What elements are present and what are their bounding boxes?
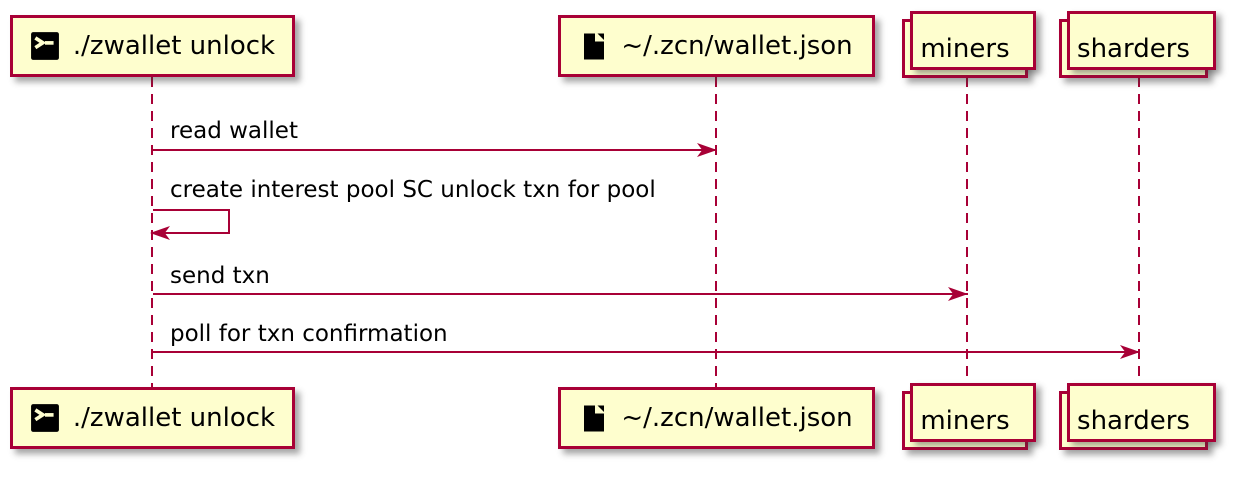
collections-sharders-top: sharders: [1059, 11, 1216, 78]
collections-sharders-bottom: sharders: [1059, 383, 1216, 450]
message-label: read wallet: [170, 118, 298, 144]
participant-label: ./zwallet unlock: [72, 403, 276, 433]
lifeline-sharders: [1138, 77, 1140, 390]
arrowhead-right-icon: [948, 287, 968, 301]
message-label: create interest pool SC unlock txn for p…: [170, 177, 656, 203]
file-icon: [580, 403, 608, 434]
participant-label: ~/.zcn/wallet.json: [621, 403, 853, 433]
terminal-icon: [30, 31, 60, 61]
collections-miners-bottom: miners: [902, 383, 1036, 450]
arrowhead-left-icon: [150, 226, 170, 240]
participant-zwallet-bottom: ./zwallet unlock: [10, 387, 295, 449]
terminal-icon: [30, 403, 60, 433]
lifeline-wallet-json: [715, 77, 717, 390]
participant-label: miners: [920, 33, 1010, 64]
message-arrow-read-wallet: [153, 143, 717, 157]
participant-label: sharders: [1077, 405, 1190, 436]
participant-label: ./zwallet unlock: [72, 31, 276, 61]
message-self-arrow-create-txn: [150, 209, 230, 240]
participant-label: ~/.zcn/wallet.json: [621, 31, 853, 61]
participant-wallet-json-top: ~/.zcn/wallet.json: [558, 15, 875, 77]
arrowhead-right-icon: [697, 143, 717, 157]
message-arrow-send-txn: [153, 287, 968, 301]
message-arrow-poll-confirmation: [153, 345, 1140, 359]
collections-miners-top: miners: [902, 11, 1036, 78]
participant-zwallet-top: ./zwallet unlock: [10, 15, 295, 77]
participant-wallet-json-bottom: ~/.zcn/wallet.json: [558, 387, 875, 449]
participant-label: miners: [920, 405, 1010, 436]
message-label: send txn: [170, 263, 270, 289]
message-label: poll for txn confirmation: [170, 321, 448, 347]
arrowhead-right-icon: [1120, 345, 1140, 359]
file-icon: [580, 31, 608, 62]
lifeline-miners: [966, 77, 968, 390]
participant-label: sharders: [1077, 33, 1190, 64]
